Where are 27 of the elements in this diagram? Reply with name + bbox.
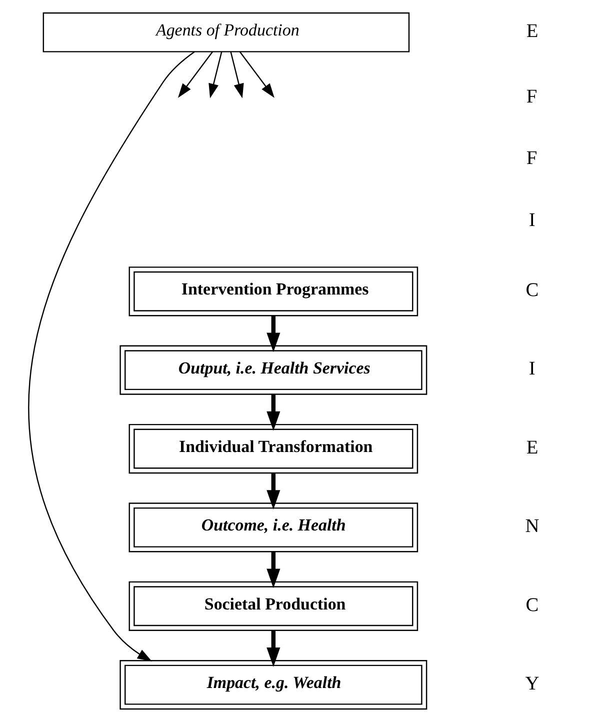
node-box: Societal Production: [128, 581, 418, 631]
label: E: [526, 20, 538, 42]
label: F: [526, 86, 538, 108]
label: I: [528, 358, 536, 380]
label: E: [526, 437, 538, 458]
node-box: Impact, e.g. Wealth: [120, 660, 428, 710]
node-box: Agents of Production: [42, 12, 410, 52]
arrow: [266, 473, 280, 510]
label: C: [526, 280, 539, 301]
label: N: [525, 516, 540, 538]
arrow: [266, 316, 280, 352]
arrow: [266, 630, 280, 667]
arrow: [266, 394, 280, 431]
arrow: [208, 52, 222, 98]
label: Y: [525, 673, 540, 694]
arrow: [239, 51, 274, 98]
node-box: Outcome, i.e. Health: [128, 502, 418, 552]
arrow: [266, 552, 280, 588]
label: C: [526, 594, 539, 616]
arrow: [230, 52, 244, 98]
node-box: Output, i.e. Health Services: [120, 345, 428, 395]
node-box: Individual Transformation: [128, 424, 418, 474]
arrow: [178, 51, 214, 98]
node-box: Intervention Programmes: [128, 266, 418, 316]
arrow: [28, 51, 195, 662]
label: I: [528, 210, 536, 231]
label: F: [526, 148, 538, 170]
